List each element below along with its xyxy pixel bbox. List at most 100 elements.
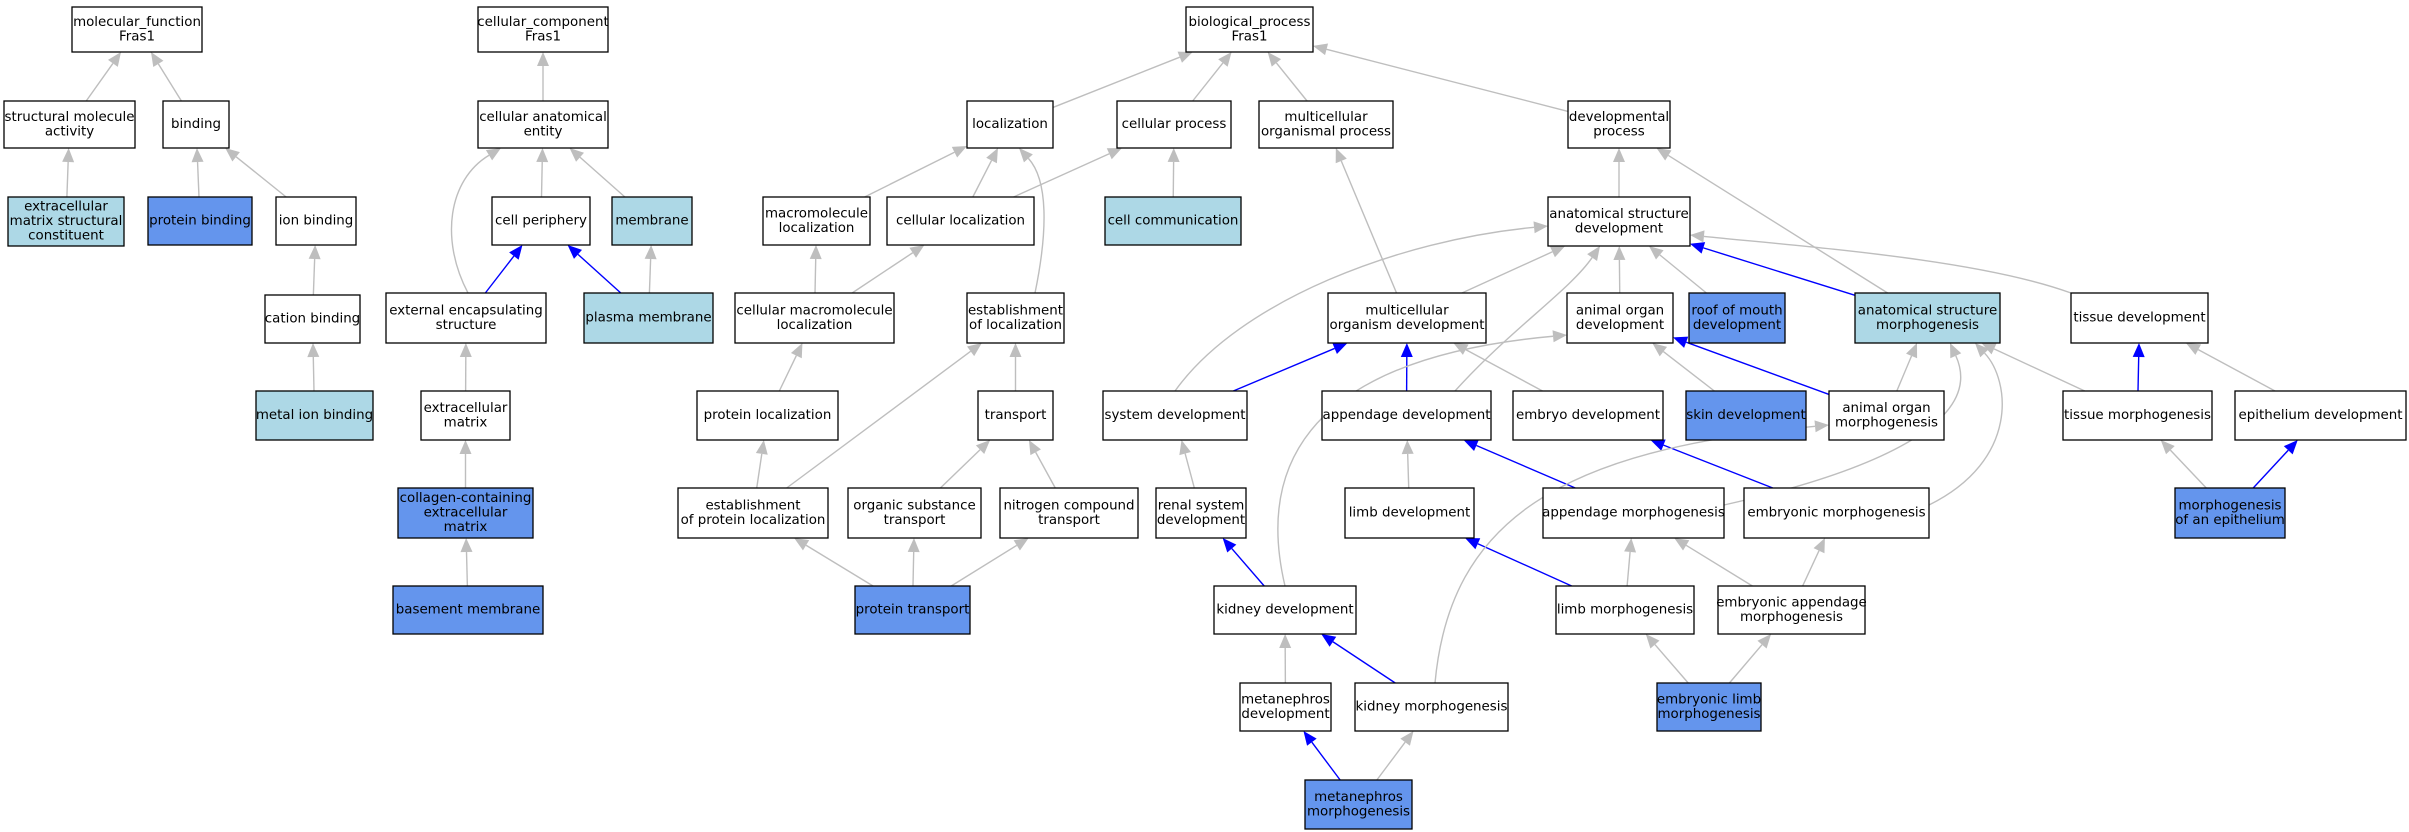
go-term-node-tissmorph[interactable]: tissue morphogenesis: [2062, 390, 2213, 441]
arrowhead-prottrans-to-nitrans: [1013, 538, 1029, 551]
edge-line-rmd-to-asd: [1659, 254, 1707, 294]
node-box: [677, 487, 829, 539]
node-label-line: development: [1693, 318, 1781, 333]
node-label-line: morphogenesis: [1876, 318, 1979, 333]
node-label-line: multicellular: [1284, 110, 1368, 125]
go-term-node-embmorph[interactable]: embryonic morphogenesis: [1743, 487, 1930, 539]
node-box: [1104, 196, 1242, 246]
go-term-node-embdev[interactable]: embryo development: [1512, 390, 1664, 441]
edge-plasmamem-to-cellper: [567, 245, 622, 294]
go-term-node-limbmorph[interactable]: limb morphogenesis: [1555, 585, 1695, 635]
arrowhead-prottrans-to-estprotloc: [794, 538, 810, 551]
go-term-node-appmorph[interactable]: appendage morphogenesis: [1542, 487, 1725, 539]
edge-line-kidmorph-to-kidneydev: [1332, 641, 1396, 684]
go-term-node-catbind[interactable]: cation binding: [264, 294, 361, 344]
edge-line-limbmorph-to-appmorph: [1626, 551, 1631, 587]
arrowhead-ionbind-to-binding: [225, 148, 240, 162]
arrowhead-cae-to-cc: [537, 52, 549, 66]
arrowhead-basement-to-ccem: [460, 538, 473, 553]
node-label-line: organismal process: [1261, 124, 1391, 139]
go-term-node-skindev[interactable]: skin development: [1685, 390, 1807, 441]
edge-line-estprotloc-to-protloc: [756, 453, 763, 489]
node-label-line: morphogenesis: [1740, 610, 1843, 625]
go-term-node-protbind[interactable]: protein binding: [147, 196, 253, 246]
arrowhead-metadev-to-kidneydev: [1279, 634, 1292, 649]
node-label-line: transport: [985, 408, 1047, 423]
go-term-node-transport[interactable]: transport: [977, 390, 1054, 441]
go-term-node-cellcomm[interactable]: cell communication: [1104, 196, 1242, 246]
arrowhead-ecm-to-ees: [459, 343, 472, 358]
arrowhead-appdev-to-asd: [1587, 246, 1600, 261]
node-box: [1555, 585, 1695, 635]
edge-ionbind-to-binding: [225, 148, 287, 198]
node-box: [477, 100, 609, 149]
edge-line-embmorph-to-embdev: [1663, 444, 1774, 489]
node-label-line: animal organ: [1842, 401, 1930, 416]
edge-membrane-to-cae: [569, 148, 626, 198]
go-term-node-prottrans[interactable]: protein transport: [854, 585, 971, 635]
go-term-node-plasmamem[interactable]: plasma membrane: [583, 292, 714, 344]
go-term-node-kidmorph[interactable]: kidney morphogenesis: [1354, 682, 1509, 732]
go-term-node-epidev[interactable]: epithelium development: [2234, 390, 2407, 441]
edge-line-cellper-to-cae: [540, 161, 543, 198]
go-term-node-binding[interactable]: binding: [162, 100, 230, 149]
node-label-line: localization: [777, 318, 853, 333]
go-term-node-loc[interactable]: localization: [966, 100, 1054, 149]
node-box: [1321, 390, 1492, 441]
go-term-node-membrane[interactable]: membrane: [611, 196, 693, 246]
go-term-node-sysdev[interactable]: system development: [1102, 390, 1248, 441]
go-term-node-appdev[interactable]: appendage development: [1321, 390, 1492, 441]
go-term-node-tissuedev[interactable]: tissue development: [2070, 292, 2209, 344]
go-term-node-protloc[interactable]: protein localization: [696, 390, 839, 441]
node-label-line: appendage morphogenesis: [1542, 506, 1725, 521]
go-term-node-limbdev[interactable]: limb development: [1344, 487, 1475, 539]
go-term-node-ionbind[interactable]: ion binding: [275, 196, 357, 246]
arrowhead-morphepi-to-epidev: [2283, 440, 2298, 455]
edge-transport-to-estloc: [1009, 343, 1022, 391]
go-term-node-kidneydev[interactable]: kidney development: [1213, 585, 1357, 635]
go-term-node-basement[interactable]: basement membrane: [392, 585, 544, 635]
edge-line-ees-to-cellper: [484, 255, 515, 294]
edge-binding-to-mf: [150, 52, 182, 102]
go-term-node-cellloc[interactable]: cellular localization: [886, 196, 1035, 246]
go-term-node-metalbind[interactable]: metal ion binding: [255, 390, 374, 441]
node-box: [147, 196, 253, 246]
go-term-node-cellproc[interactable]: cellular process: [1116, 100, 1232, 149]
go-term-node-cellper[interactable]: cell periphery: [491, 196, 591, 246]
edge-sysdev-to-asd: [1174, 221, 1548, 392]
node-label-line: structure: [436, 318, 497, 333]
node-label-line: protein localization: [704, 408, 832, 423]
node-label-line: macromolecule: [765, 206, 868, 221]
edge-line-cml-to-cellloc: [851, 252, 914, 294]
edge-cellcomm-to-cellproc: [1167, 148, 1180, 198]
